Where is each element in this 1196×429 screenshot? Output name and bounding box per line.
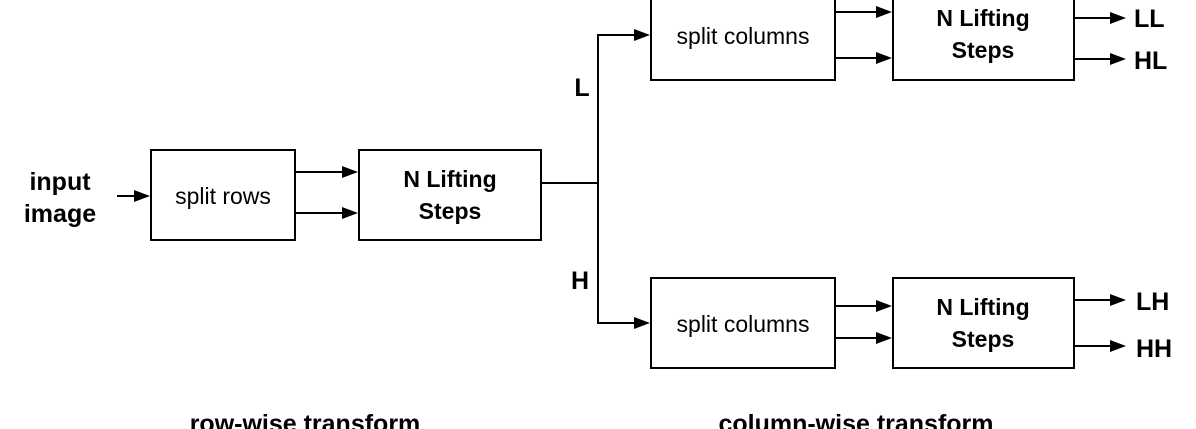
bottom-lifting-steps-box	[892, 277, 1075, 369]
row-lifting-label-line2: Steps	[419, 198, 482, 224]
column-wise-caption: column-wise transform	[718, 410, 993, 429]
output-arrow-lh	[1074, 294, 1126, 306]
branch-connector	[541, 29, 650, 329]
top-split-output-arrow-2	[835, 52, 892, 64]
high-branch-label: H	[571, 267, 589, 295]
split-rows-label: split rows	[175, 183, 271, 209]
top-lifting-steps-box	[892, 0, 1075, 81]
row-split-output-arrow-2	[295, 207, 358, 219]
input-arrow	[117, 190, 150, 202]
split-rows-box	[150, 149, 296, 241]
output-arrow-hl	[1074, 53, 1126, 65]
bottom-split-output-arrow-1	[835, 300, 892, 312]
top-split-columns-label: split columns	[677, 23, 810, 49]
output-label-hl: HL	[1134, 47, 1167, 75]
top-lifting-label-line2: Steps	[952, 37, 1015, 63]
row-wise-caption: row-wise transform	[190, 410, 421, 429]
output-arrow-ll	[1074, 12, 1126, 24]
top-lifting-label-line1: N Lifting	[936, 5, 1029, 31]
top-split-output-arrow-1	[835, 6, 892, 18]
bottom-lifting-label-line1: N Lifting	[936, 294, 1029, 320]
output-arrow-hh	[1074, 340, 1126, 352]
output-label-lh: LH	[1136, 288, 1169, 316]
bottom-split-columns-box	[650, 277, 836, 369]
row-split-output-arrow-1	[295, 166, 358, 178]
bottom-split-output-arrow-2	[835, 332, 892, 344]
top-split-columns-box	[650, 0, 836, 81]
output-label-hh: HH	[1136, 335, 1172, 363]
input-label-line2: image	[24, 200, 96, 228]
output-label-ll: LL	[1134, 5, 1165, 33]
row-lifting-steps-box	[358, 149, 542, 241]
bottom-split-columns-label: split columns	[677, 311, 810, 337]
bottom-lifting-label-line2: Steps	[952, 326, 1015, 352]
low-branch-label: L	[574, 74, 589, 102]
row-lifting-label-line1: N Lifting	[403, 166, 496, 192]
input-label-line1: input	[29, 168, 91, 196]
